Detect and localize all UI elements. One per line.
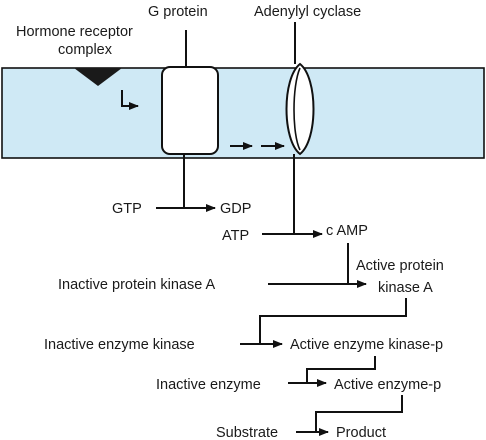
cell-membrane — [1, 67, 485, 159]
hormone-receptor-complex-shape — [74, 68, 122, 86]
active-pka-label-line1: Active protein — [356, 258, 444, 274]
gtp-label: GTP — [112, 201, 142, 217]
adenylyl-cyclase-label: Adenylyl cyclase — [254, 4, 361, 20]
active-pka-label-line2: kinase A — [378, 280, 433, 296]
enzyme-to-product-connector — [315, 395, 403, 432]
g-protein-shape — [161, 66, 219, 155]
substrate-label: Substrate — [216, 425, 278, 440]
enzyme-kinase-to-enzyme-connector — [306, 356, 376, 383]
atp-label: ATP — [222, 228, 249, 244]
hormone-receptor-label-line2: complex — [58, 42, 113, 58]
product-label: Product — [336, 425, 386, 440]
adenylyl-cyclase-shape — [285, 62, 315, 156]
receptor-to-g-protein-arrow — [121, 90, 139, 110]
inactive-pka-label: Inactive protein kinase A — [58, 277, 216, 293]
inactive-enzyme-kinase-label: Inactive enzyme kinase — [44, 337, 195, 353]
adenylyl-cyclase-inner-line — [293, 67, 301, 151]
inactive-enzyme-label: Inactive enzyme — [156, 377, 261, 393]
active-enzyme-label: Active enzyme-p — [334, 377, 441, 393]
g-protein-label: G protein — [148, 4, 208, 20]
hormone-receptor-label-line1: Hormone receptor — [16, 24, 133, 40]
pka-to-enzyme-kinase-connector — [259, 298, 407, 344]
active-enzyme-kinase-label: Active enzyme kinase-p — [290, 337, 443, 353]
camp-label: c AMP — [326, 223, 368, 239]
gdp-label: GDP — [220, 201, 251, 217]
